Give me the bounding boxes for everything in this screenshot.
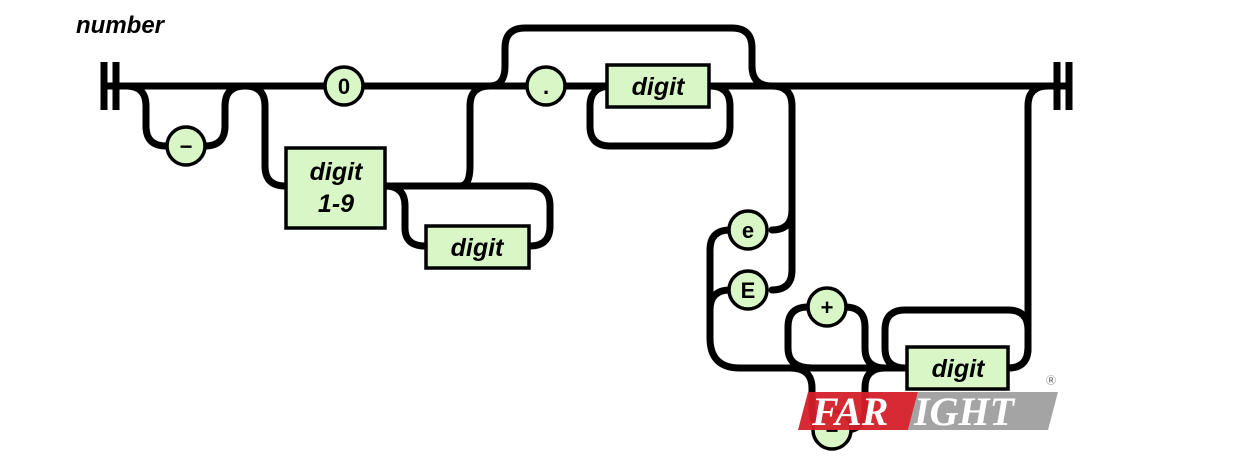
digit-1-9-label-top: digit bbox=[310, 158, 364, 186]
plus-label: + bbox=[821, 295, 834, 320]
dot-label: . bbox=[543, 74, 549, 99]
e-upper-node: E bbox=[727, 269, 769, 311]
watermark-right-text: IGHT bbox=[913, 389, 1016, 434]
digit-exp-label: digit bbox=[932, 355, 986, 383]
digit-1-9-node: digit 1-9 bbox=[284, 146, 387, 230]
watermark-left-text: FAR bbox=[811, 389, 888, 434]
digit-int-label: digit bbox=[451, 234, 505, 262]
zero-node: 0 bbox=[323, 65, 365, 107]
digit-1-9-label-bottom: 1-9 bbox=[318, 190, 354, 218]
digit-frac-node: digit bbox=[605, 63, 711, 109]
e-lower-node: e bbox=[727, 209, 769, 251]
watermark-registered-mark: Ⓡ bbox=[1046, 375, 1056, 387]
digit-exp-node: digit bbox=[905, 345, 1010, 391]
digit-frac-label: digit bbox=[632, 73, 686, 101]
zero-label: 0 bbox=[338, 74, 350, 99]
diagram-title: number bbox=[76, 12, 166, 39]
watermark-logo: − FAR IGHT Ⓡ bbox=[798, 375, 1058, 451]
digit-int-node: digit bbox=[424, 224, 531, 270]
plus-node: + bbox=[806, 286, 848, 328]
dot-node: . bbox=[525, 65, 567, 107]
e-upper-label: E bbox=[741, 278, 756, 303]
minus-node: − bbox=[165, 125, 207, 167]
diagram-tracks bbox=[100, 24, 1073, 434]
minus-label: − bbox=[180, 134, 193, 159]
e-lower-label: e bbox=[742, 218, 754, 243]
